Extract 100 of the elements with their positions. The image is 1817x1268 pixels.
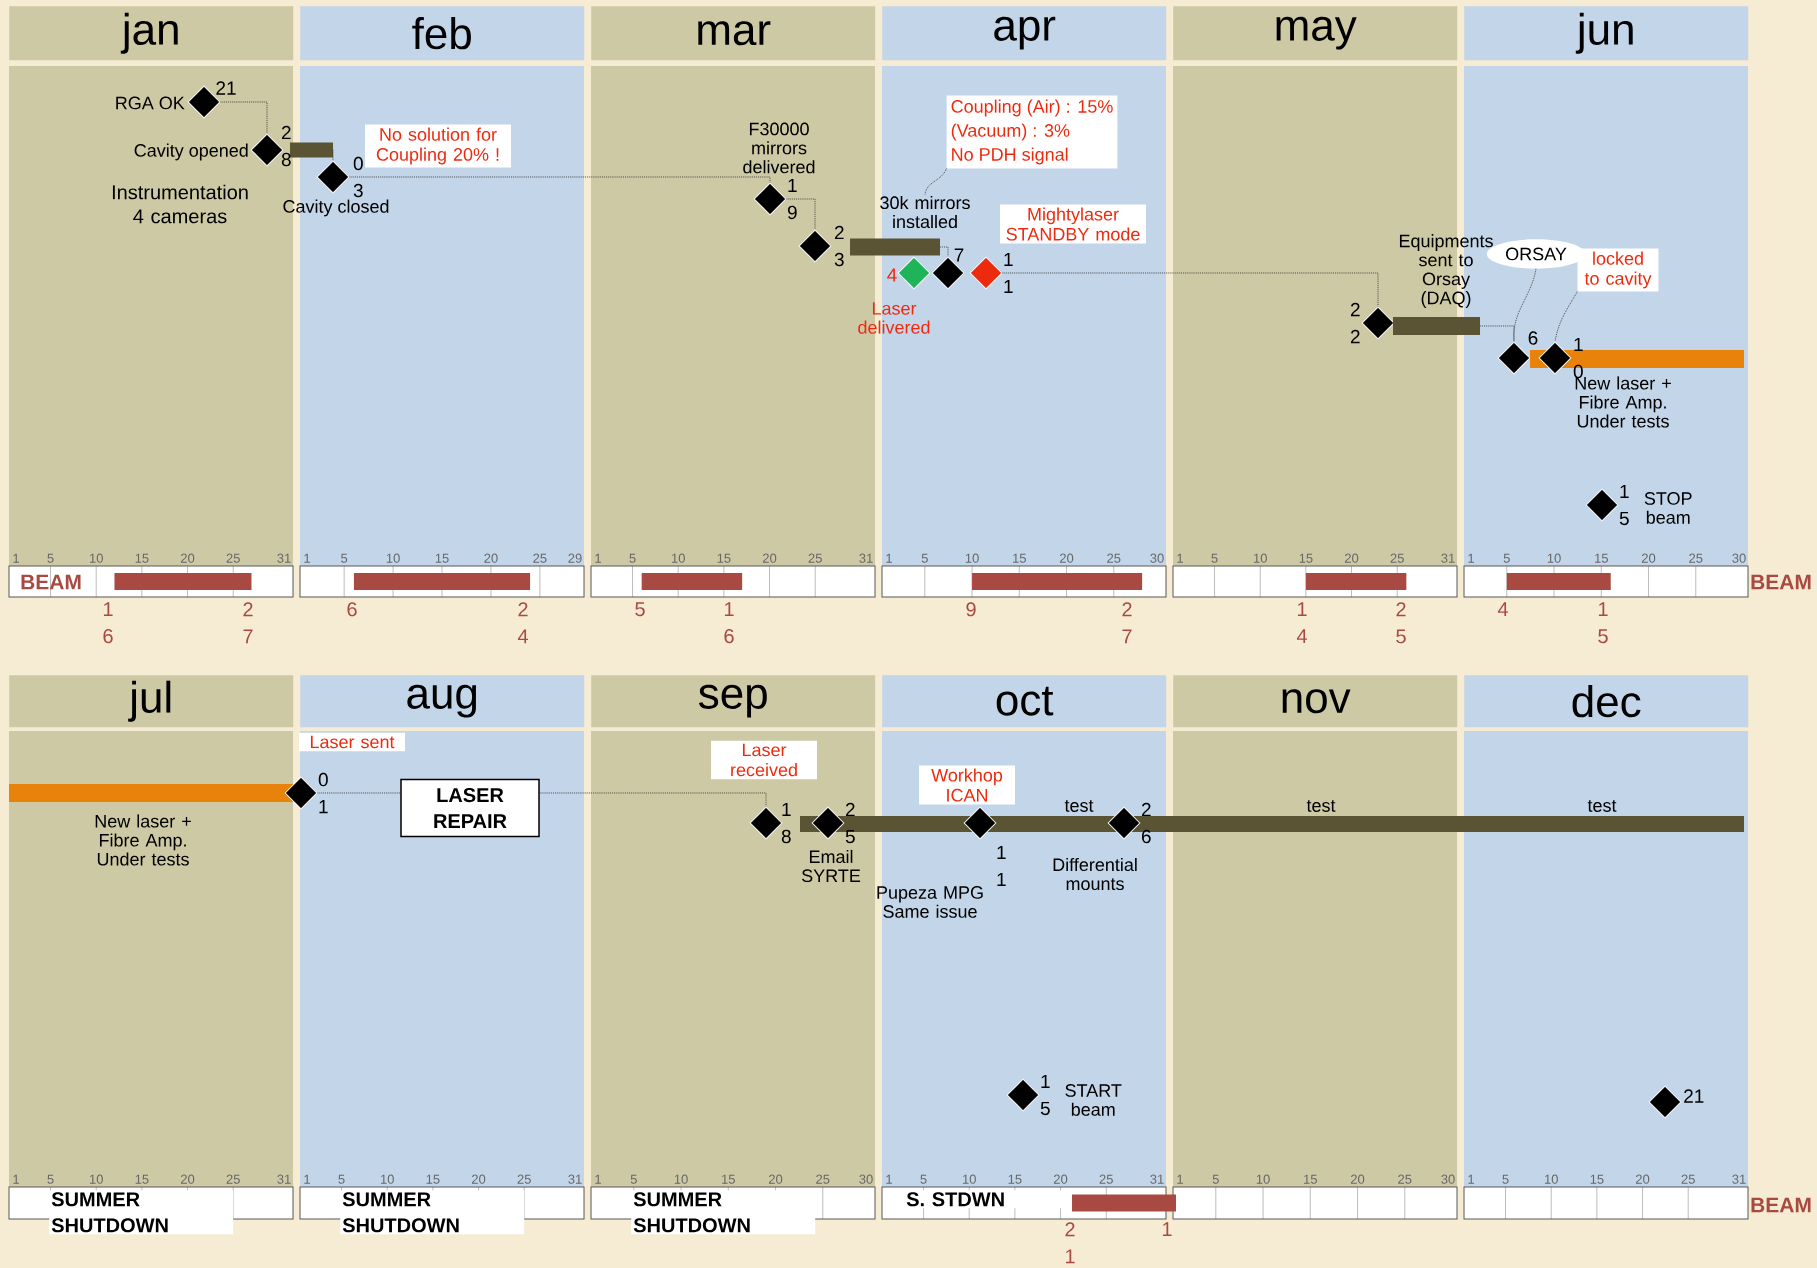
day-number: 2 5 [845,802,855,844]
milestone-label: Cavity opened [134,143,248,161]
tick-label: 5 [47,1174,54,1184]
task-bar [850,238,940,256]
tick-label: 25 [1681,1174,1695,1184]
beam-bar [1305,573,1407,590]
dotted-connector [786,198,816,230]
day-number: 1 5 [1619,484,1629,526]
tick-label: 30 [1441,1174,1455,1184]
tick-label: 10 [965,553,979,563]
milestone-diamond [284,776,318,810]
tick-label: 29 [568,553,582,563]
day-number: 2 8 [281,125,291,167]
tick-label: 1 [304,1174,310,1184]
tick-label: 15 [1008,1174,1022,1184]
milestone-diamond [749,806,783,840]
tick-label: 31 [277,1174,291,1184]
milestone-diamond [963,806,997,840]
beam-label: BEAM [1751,1197,1811,1213]
milestone-diamond [250,133,284,167]
tick-label: 20 [768,1174,783,1184]
day-number: 1 4 [1296,602,1307,643]
tick-label: 5 [1503,553,1510,563]
tick-label: 5 [1502,1174,1509,1184]
tick-label: 15 [135,1174,149,1184]
milestone-label: 30k mirrors installed [880,195,970,229]
milestone-diamond [969,256,1003,290]
milestone-label: New laser + Fibre Amp. Under tests [1575,376,1671,428]
leader-line [1513,268,1537,342]
month-header: aug [300,675,585,728]
tick-label: 25 [517,1174,531,1184]
tick-label: 20 [1053,1174,1068,1184]
day-number: 2 2 [1350,302,1360,344]
callout-box: Laser received [711,740,817,780]
day-number: 2 6 [1141,802,1151,844]
shutdown-label: SUMMER SHUTDOWN [631,1190,816,1235]
milestone-diamond [811,806,845,840]
dotted-connector [349,176,771,183]
tick-label: 10 [962,1174,976,1184]
tick-label: 31 [277,553,291,563]
tick-label: 1 [595,553,601,563]
milestone-label: RGA OK [116,96,185,110]
tick-label: 25 [533,553,547,563]
tick-label: 25 [816,1174,830,1184]
tick-label: 15 [1299,553,1313,563]
tick-label: 30 [859,1174,873,1184]
milestone-label: Laser delivered [858,302,930,334]
day-number: 5 [635,602,645,617]
dotted-connector [939,246,949,257]
milestone-label: Pupeza MPG Same issue [877,886,983,918]
tick-label: 5 [47,553,54,563]
day-number: 4 [887,268,897,282]
day-number: 7 [954,248,964,262]
tick-label: 5 [629,553,636,563]
tick-label: 10 [89,1174,103,1184]
tick-label: 1 [304,553,310,563]
tick-label: 5 [338,1174,345,1184]
tick-label: 1 [1177,553,1183,563]
beam-bar [353,573,531,590]
tick-label: 1 [1177,1174,1183,1184]
beam-bar [972,573,1143,590]
milestone-diamond [1648,1085,1682,1119]
tick-label: 1 [13,553,19,563]
repair-box: LASER REPAIR [400,778,540,838]
task-bar [9,784,296,802]
tick-label: 15 [426,1174,440,1184]
day-number: 6 [347,602,357,617]
tick-label: 25 [1689,553,1703,563]
callout-box: Coupling (Air) : 15% (Vacuum) : 3% No PDH signal [946,95,1118,169]
month-header: feb [300,6,585,61]
milestone-diamond [798,229,832,263]
day-number: 21 [216,81,236,95]
tick-label: 25 [1398,1174,1412,1184]
tick-label: 5 [1212,1174,1219,1184]
month-header: may [1173,6,1458,61]
leader-line [1554,291,1578,342]
tick-label: 31 [1732,1174,1746,1184]
beam-bar [641,573,743,590]
dotted-connector [1479,325,1515,342]
tick-label: 5 [921,553,928,563]
tick-label: 20 [471,1174,486,1184]
month-header: mar [591,6,876,61]
callout-box: No solution for Coupling 20% ! [365,124,511,168]
milestone-label: Differential mounts [1053,857,1137,891]
day-number: 2 1 [1065,1222,1075,1264]
tick-label: 5 [920,1174,927,1184]
tick-label: 31 [1441,553,1455,563]
tick-label: 10 [1544,1174,1558,1184]
month-header: dec [1464,675,1749,728]
day-number: 1 6 [103,602,113,644]
day-number: 1 1 [997,845,1006,887]
month-header: nov [1173,675,1458,728]
tick-label: 25 [808,553,822,563]
milestone-diamond [1538,341,1572,375]
day-number: 6 [1528,331,1538,345]
month-header: oct [882,675,1167,728]
tick-label: 1 [1468,1174,1474,1184]
beam-label: BEAM [1751,574,1811,590]
beam-bar [1506,573,1611,590]
callout-box: Workhop ICAN [919,765,1015,805]
